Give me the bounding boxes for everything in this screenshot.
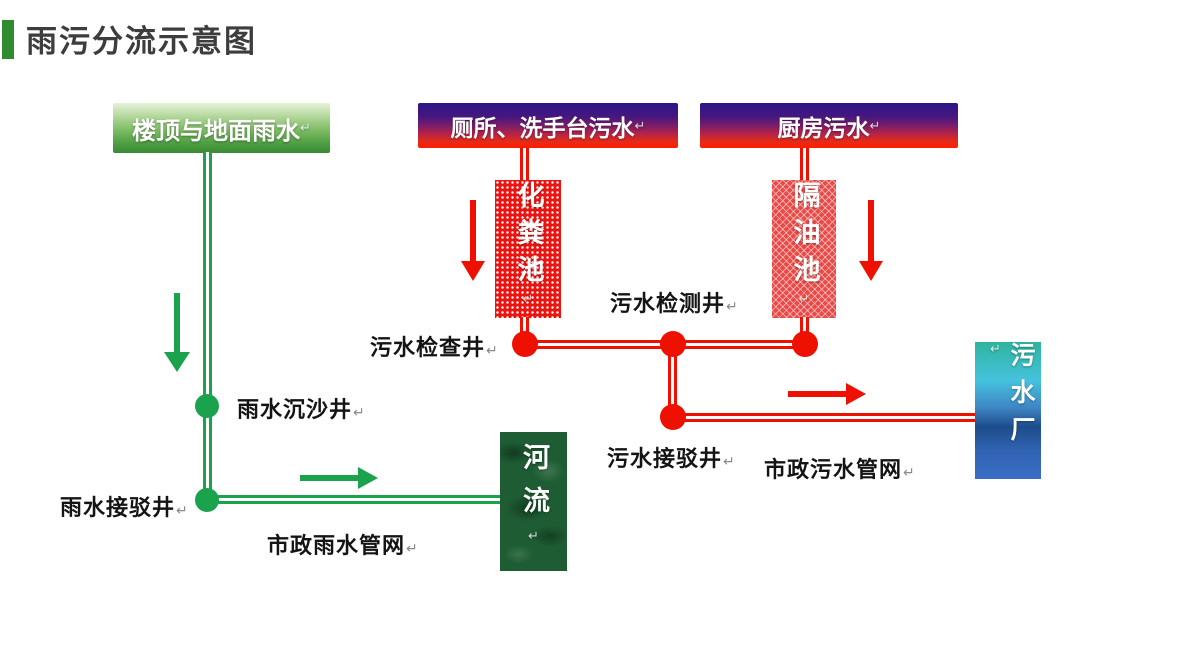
municipal-sewage-network-text: 市政污水管网 bbox=[764, 457, 903, 482]
return-mark: ↵ bbox=[521, 292, 537, 317]
septic-tank-box: 化粪池↵ bbox=[495, 180, 561, 318]
sewage-down-arrow-right-head bbox=[859, 261, 883, 281]
kitchen-source-label: 厨房污水 bbox=[777, 114, 870, 141]
page-title: 雨污分流示意图 bbox=[26, 24, 257, 59]
sewage-detection-well-node bbox=[660, 331, 686, 357]
sewage-outfall-pipe bbox=[672, 413, 975, 422]
sewage-connection-well-text: 污水接驳井 bbox=[607, 446, 723, 471]
rain-pipe-horizontal bbox=[207, 495, 504, 504]
title-accent-bar bbox=[2, 20, 14, 59]
sewage-down-arrow-left-shaft bbox=[470, 200, 476, 262]
kitchen-drop-pipe bbox=[800, 148, 809, 181]
municipal-sewage-network-label: 市政污水管网↵ bbox=[764, 452, 916, 484]
septic-tank-label: 化粪池↵ bbox=[513, 181, 544, 317]
toilet-source-box: 厕所、洗手台污水↵ bbox=[418, 103, 678, 148]
sewage-inspection-well-label: 污水检查井↵ bbox=[370, 330, 499, 362]
return-mark: ↵ bbox=[989, 342, 1004, 369]
kitchen-source-box: 厨房污水↵ bbox=[700, 103, 958, 148]
sewage-plant-text: 污水厂 bbox=[1007, 342, 1035, 453]
sewage-plant-label: 污水厂↵ bbox=[983, 342, 1035, 479]
grease-trap-label: 隔油池↵ bbox=[789, 181, 820, 317]
return-mark: ↵ bbox=[527, 529, 542, 560]
sewage-detection-well-label: 污水检测井↵ bbox=[610, 286, 739, 318]
grease-trap-text: 隔油池 bbox=[789, 181, 820, 292]
rain-pipe-vertical bbox=[203, 152, 212, 501]
toilet-source-label: 厕所、洗手台污水 bbox=[450, 114, 635, 141]
sewage-inspection-well-text: 污水检查井 bbox=[370, 335, 486, 360]
rain-sediment-well-node bbox=[195, 394, 219, 418]
rain-sediment-well-text: 雨水沉沙井 bbox=[237, 397, 353, 422]
sewage-well-node-right bbox=[792, 331, 818, 357]
rain-sediment-well-label: 雨水沉沙井↵ bbox=[237, 392, 366, 424]
rain-connection-well-label: 雨水接驳井↵ bbox=[60, 490, 189, 522]
sewage-down-arrow-left-head bbox=[461, 261, 485, 281]
rain-right-arrow-head bbox=[358, 467, 378, 489]
return-mark: ↵ bbox=[176, 502, 189, 518]
return-mark: ↵ bbox=[723, 453, 736, 469]
river-text: 河流 bbox=[519, 443, 549, 529]
rainwater-source-label: 楼顶与地面雨水 bbox=[132, 117, 301, 145]
sewage-down-arrow-right-shaft bbox=[868, 200, 874, 262]
sewage-connection-well-node bbox=[660, 404, 686, 430]
rainwater-source-box: 楼顶与地面雨水↵ bbox=[113, 103, 330, 153]
municipal-rain-network-label: 市政雨水管网↵ bbox=[267, 528, 419, 560]
sewage-detection-well-text: 污水检测井 bbox=[610, 291, 726, 316]
sewage-connection-well-label: 污水接驳井↵ bbox=[607, 441, 736, 473]
return-mark: ↵ bbox=[353, 404, 366, 420]
municipal-rain-network-text: 市政雨水管网 bbox=[267, 533, 406, 558]
sewage-drop-pipe-mid bbox=[668, 344, 677, 418]
sewage-right-arrow-shaft bbox=[788, 391, 846, 397]
return-mark: ↵ bbox=[903, 464, 916, 480]
sewage-right-arrow-head bbox=[846, 383, 866, 405]
return-mark: ↵ bbox=[797, 292, 813, 317]
rain-connection-well-text: 雨水接驳井 bbox=[60, 495, 176, 520]
return-mark: ↵ bbox=[486, 342, 499, 358]
return-mark: ↵ bbox=[869, 117, 881, 133]
rain-right-arrow-shaft bbox=[300, 475, 358, 481]
return-mark: ↵ bbox=[300, 120, 311, 135]
grease-trap-box: 隔油池↵ bbox=[772, 180, 836, 318]
toilet-drop-pipe bbox=[520, 148, 529, 181]
sewage-inspection-well-node bbox=[512, 331, 538, 357]
return-mark: ↵ bbox=[726, 298, 739, 314]
rain-connection-well-node bbox=[195, 488, 219, 512]
rain-down-arrow-head bbox=[164, 352, 190, 372]
return-mark: ↵ bbox=[634, 117, 646, 133]
sewage-plant-box: 污水厂↵ bbox=[975, 342, 1041, 479]
return-mark: ↵ bbox=[406, 540, 419, 556]
river-box: 河流↵ bbox=[500, 432, 567, 571]
septic-tank-text: 化粪池 bbox=[513, 181, 544, 292]
rain-down-arrow-shaft bbox=[174, 293, 180, 353]
river-label: 河流↵ bbox=[519, 443, 549, 560]
